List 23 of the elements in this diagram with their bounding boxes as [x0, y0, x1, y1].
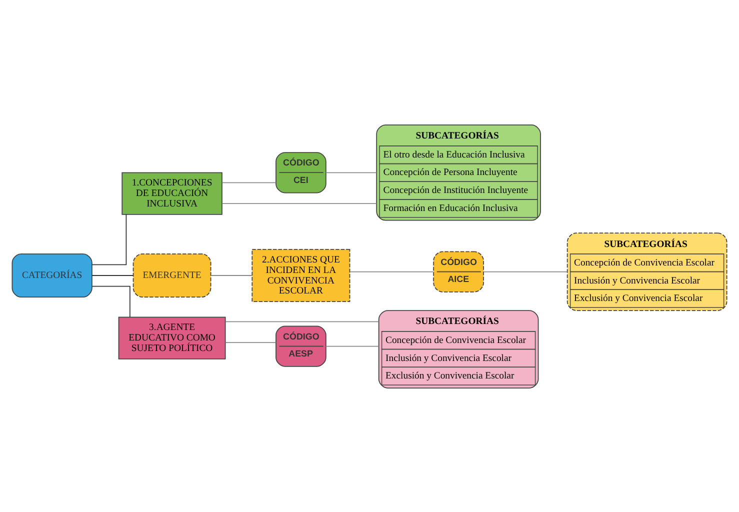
node-box: CÓDIGO CEI: [276, 152, 326, 193]
node-box: EMERGENTE: [132, 252, 212, 298]
connector: [325, 345, 380, 346]
connector: [210, 274, 252, 276]
node-box: SUBCATEGORÍAS Concepción de Convivencia Escolar Inclusión y Convivencia Escolar Exclusión y Convivencia Escolar: [566, 232, 728, 310]
node-box: 1.CONCEPCIONES DE EDUCACIÓN INCLUSIVA: [122, 172, 222, 214]
connector: [325, 172, 377, 173]
connector: [92, 274, 134, 276]
connector: [222, 182, 276, 183]
connector: [225, 320, 380, 322]
connector: [222, 202, 377, 204]
node-box: CÓDIGO AICE: [433, 250, 484, 292]
node-box: CATEGORÍAS: [12, 252, 92, 298]
node-box: SUBCATEGORÍAS El otro desde la Educación Inclusiva Concepción de Persona Incluyente Concepción de Institución Incluyente Formación en Educación Inclusiva: [376, 124, 541, 220]
node-box: 3.AGENTE EDUCATIVO COMO SUJETO POLÍTICO: [118, 316, 226, 359]
node-box: SUBCATEGORÍAS Concepción de Convivencia Escolar Inclusión y Convivencia Escolar Exclusión y Convivencia Escolar: [378, 310, 539, 388]
connector: [483, 270, 568, 272]
connector: [224, 342, 276, 343]
connector: [92, 285, 130, 317]
connector: [350, 270, 434, 272]
node-box: 2.ACCIONES QUE INCIDEN EN LA CONVIVENCIA ESCOLAR: [252, 248, 350, 302]
node-box: CÓDIGO AESP: [276, 325, 326, 366]
connector: [92, 214, 127, 265]
